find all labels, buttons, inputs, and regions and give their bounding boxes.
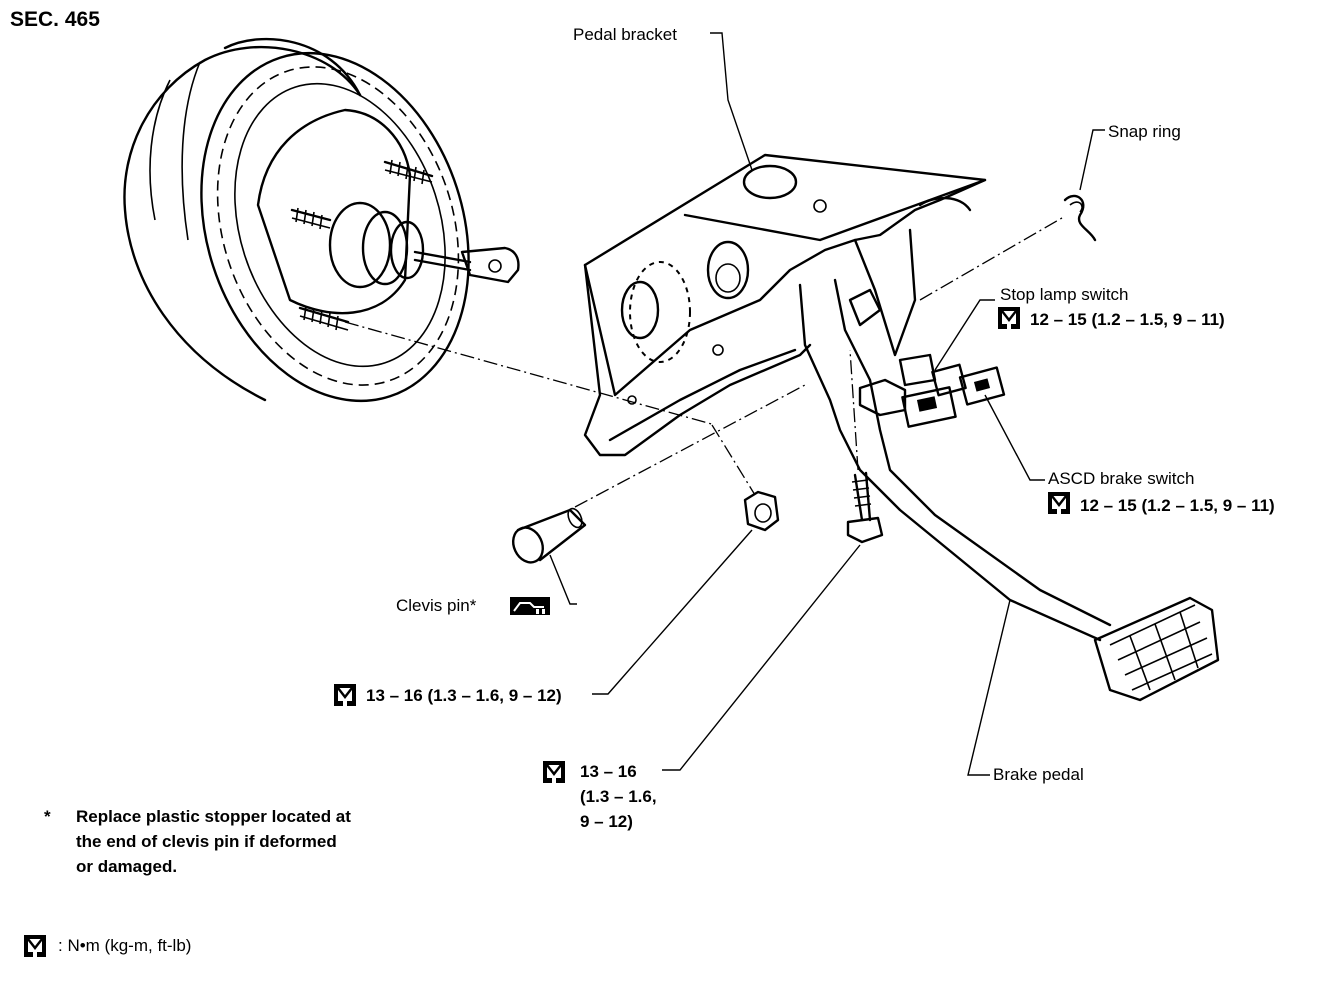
- stop-lamp-switch-label: Stop lamp switch: [1000, 285, 1129, 304]
- note-line-3: or damaged.: [76, 857, 177, 876]
- torque-wrench-icon: [1046, 490, 1072, 516]
- note-line-1: Replace plastic stopper located at: [76, 807, 351, 826]
- booster-stud: [298, 305, 350, 331]
- torque-wrench-icon: [996, 305, 1022, 331]
- bolt-torque-line2: (1.3 – 1.6,: [580, 787, 657, 806]
- clevis-pin-label: Clevis pin*: [396, 596, 477, 615]
- clevis-pin-part: [512, 507, 587, 564]
- brake-pedal-label: Brake pedal: [993, 765, 1084, 784]
- nut-part: [743, 490, 780, 532]
- torque-wrench-icon: [332, 682, 358, 708]
- legend-unit-text: : N•m (kg-m, ft-lb): [58, 936, 191, 955]
- ascd-brake-switch-part: [858, 378, 957, 428]
- bolt-torque-line1: 13 – 16: [580, 762, 637, 781]
- pedal-bracket-label: Pedal bracket: [573, 25, 677, 44]
- bolt-torque-line3: 9 – 12): [580, 812, 633, 831]
- ascd-torque-value: 12 – 15 (1.2 – 1.5, 9 – 11): [1080, 496, 1275, 515]
- snap-ring-label: Snap ring: [1108, 122, 1181, 141]
- note-line-2: the end of clevis pin if deformed: [76, 832, 337, 851]
- stop-lamp-torque-value: 12 – 15 (1.2 – 1.5, 9 – 11): [1030, 310, 1225, 329]
- booster-stud: [290, 207, 332, 230]
- grease-icon: [510, 597, 550, 615]
- booster-stud: [383, 159, 434, 185]
- section-number: SEC. 465: [10, 8, 100, 31]
- bolt-part: [846, 471, 884, 544]
- snap-ring-part: [1063, 194, 1097, 242]
- leader-lines: [549, 32, 1105, 776]
- nut-torque-value: 13 – 16 (1.3 – 1.6, 9 – 12): [366, 686, 562, 705]
- ascd-brake-switch-label: ASCD brake switch: [1048, 469, 1194, 488]
- brake-booster: [123, 37, 520, 403]
- stop-lamp-switch-part: [898, 353, 1006, 406]
- torque-wrench-icon: [22, 933, 48, 959]
- brake-pedal: [798, 278, 1220, 702]
- pedal-bracket: [583, 153, 987, 457]
- note-marker: *: [44, 807, 51, 826]
- torque-wrench-icon: [541, 759, 567, 785]
